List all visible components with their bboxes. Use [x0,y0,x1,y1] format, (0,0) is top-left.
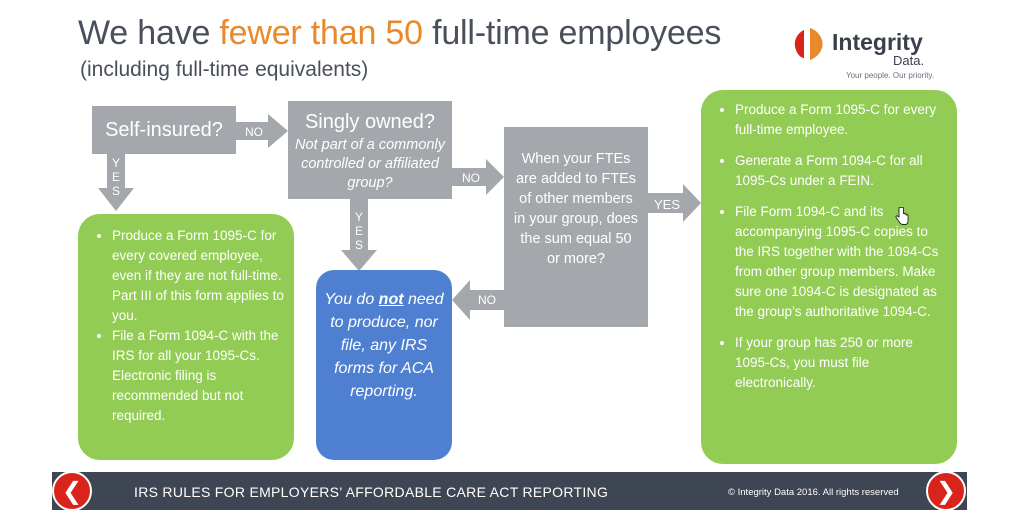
list-item: Produce a Form 1095-C for every full-tim… [735,100,947,140]
edge-label-fte-yes: YES [653,197,680,212]
list-item: Generate a Form 1094-C for all 1095-Cs u… [735,151,947,191]
covered-employees-outcome: Produce a Form 1095-C for every covered … [78,214,294,460]
edge-label-fte-no: NO [478,293,496,307]
list-item: File Form 1094-C and its accompanying 10… [735,202,947,322]
integrity-data-logo [794,28,823,60]
logo-tagline: Your people. Our priority. [846,71,935,80]
no-forms-outcome: You do not need to produce, nor file, an… [316,270,452,460]
footer-bar [52,472,967,510]
no-forms-emphasis: not [378,291,404,308]
footer-title: IRS RULES FOR EMPLOYERS’ AFFORDABLE CARE… [134,484,609,500]
title-suffix: full-time employees [422,14,722,52]
title-prefix: We have [78,14,220,52]
next-slide-button[interactable]: ❯ [926,471,966,511]
logo-sub: Data. [893,53,925,68]
edge-label-self-no: NO [245,125,263,139]
fte-question-node: When your FTEs are added to FTEs of othe… [504,127,648,327]
list-item: If your group has 250 or more 1095-Cs, y… [735,333,947,393]
edge-label-singly-no: NO [462,171,480,185]
singly-owned-detail: Not part of a commonly controlled or aff… [295,137,445,191]
full-time-outcome: Produce a Form 1095-C for every full-tim… [701,90,957,464]
page-subtitle: (including full-time equivalents) [80,58,369,81]
list-item: File a Form 1094-C with the IRS for all … [112,326,284,426]
singly-owned-question: Singly owned? [304,111,436,133]
prev-slide-button[interactable]: ❮ [52,471,92,511]
list-item: Produce a Form 1095-C for every covered … [112,226,284,326]
footer-copyright: © Integrity Data 2016. All rights reserv… [728,487,899,498]
logo-name: Integrity [832,29,923,55]
page-title: We have fewer than 50 full-time employee… [78,14,721,53]
self-insured-node: Self-insured? [92,106,236,154]
title-highlight: fewer than 50 [219,14,423,52]
pointer-cursor-icon [895,207,909,225]
no-forms-pre: You do [324,291,379,308]
no-forms-post: need to produce, nor file, any IRS forms… [330,291,444,400]
singly-owned-node: Singly owned? Not part of a commonly con… [288,101,452,199]
